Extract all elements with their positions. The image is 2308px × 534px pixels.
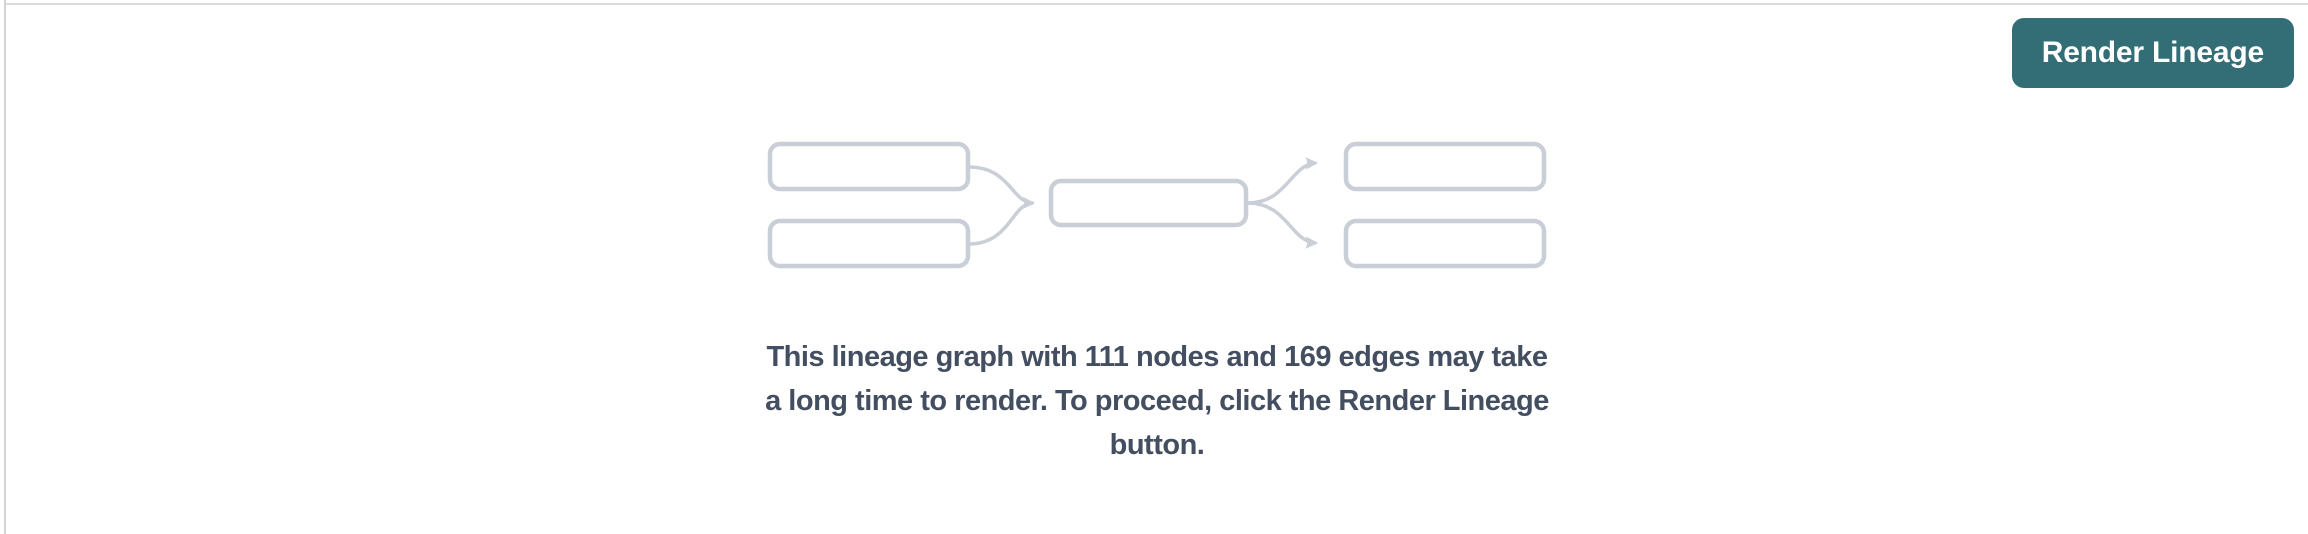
message-line: This lineage graph with 111 nodes and 16… [766,341,1548,373]
graph-node-box [767,218,971,269]
graph-edge [1247,201,1319,249]
graph-edge [968,201,1034,246]
graph-edge [1247,157,1319,205]
graph-edges [968,157,1319,249]
panel-top-divider [4,3,2308,5]
graph-node-box [1048,178,1249,228]
graph-edge [968,165,1036,210]
graph-nodes [767,141,1547,269]
graph-node-box [1343,218,1547,269]
lineage-graph-illustration-icon [767,141,1547,269]
message-line: a long time to render. To proceed, click… [765,385,1549,417]
panel-left-divider [4,0,6,534]
graph-node-box [1343,141,1547,192]
message-line: button. [1109,429,1205,461]
render-lineage-button[interactable]: Render Lineage [2011,18,2294,88]
lineage-empty-state: This lineage graph with 111 nodes and 16… [6,0,2308,534]
graph-node-box [767,141,971,192]
lineage-warning-message: This lineage graph with 111 nodes and 16… [765,335,1549,467]
